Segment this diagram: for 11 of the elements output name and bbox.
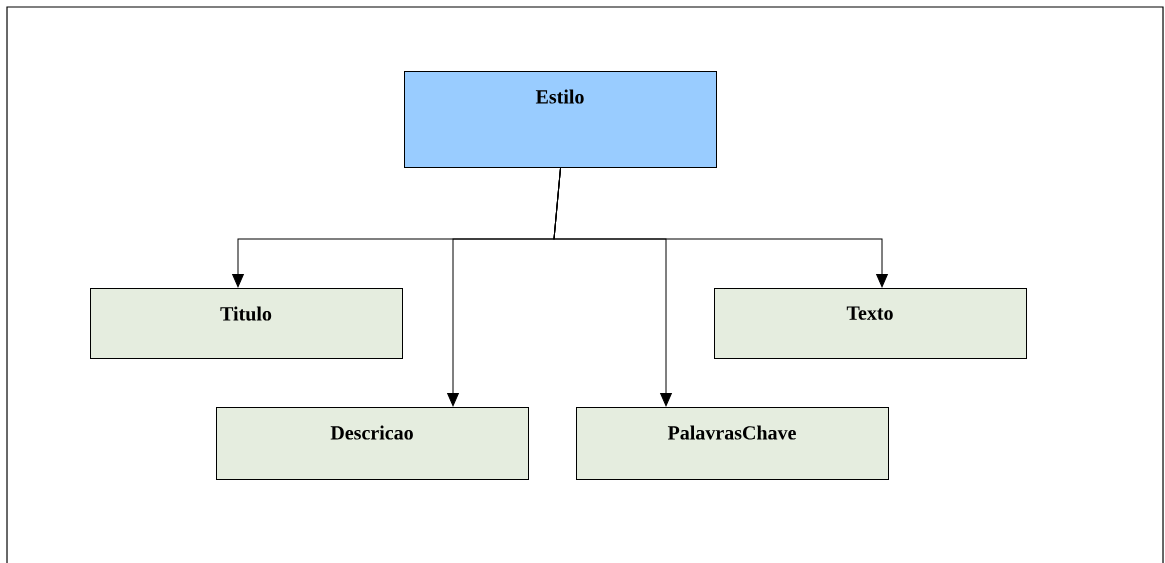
box-label: Descricao (330, 425, 413, 440)
box (90, 288, 403, 359)
box-label: PalavrasChave (667, 425, 796, 440)
box-label: Texto (846, 306, 893, 320)
box-label: Estilo (535, 89, 584, 104)
box (216, 407, 529, 480)
box (714, 288, 1027, 359)
box (576, 407, 889, 480)
box-label: Titulo (220, 306, 272, 321)
box (404, 71, 717, 168)
arrow (553, 167, 888, 288)
